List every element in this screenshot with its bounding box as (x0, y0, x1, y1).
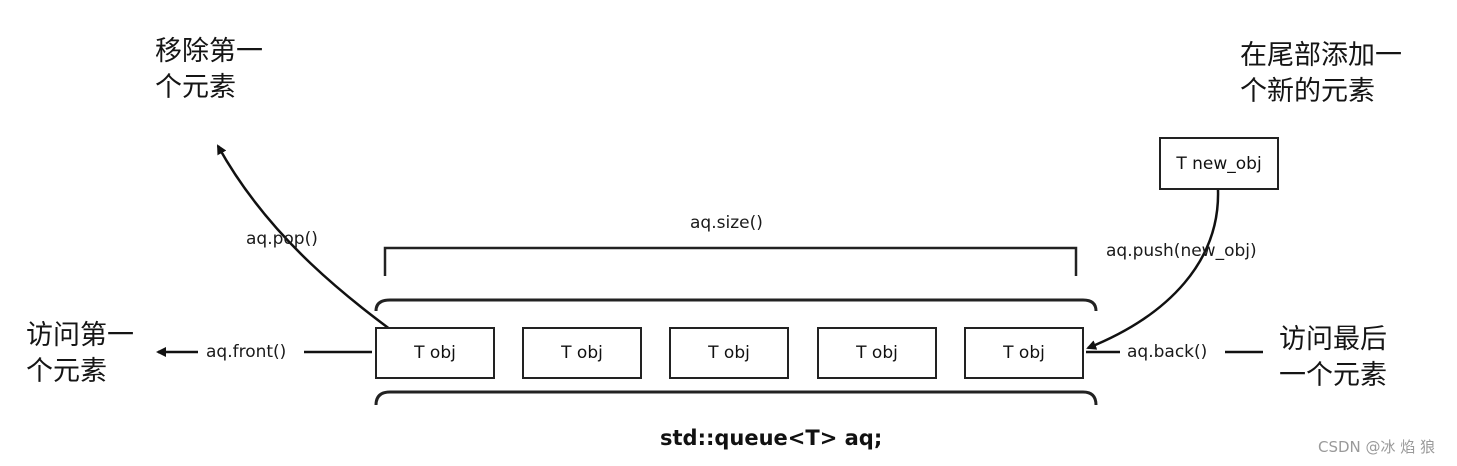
queue-element: T obj (375, 327, 495, 379)
queue-element-label: T obj (856, 343, 898, 363)
new-obj-label: T new_obj (1176, 153, 1262, 174)
fn-push: aq.push(new_obj) (1106, 241, 1257, 261)
queue-element: T obj (964, 327, 1084, 379)
queue-element: T obj (817, 327, 937, 379)
push-arrow (1086, 189, 1220, 350)
label-push: 在尾部添加一 个新的元素 (1240, 40, 1402, 107)
pop-arrow (216, 144, 411, 346)
fn-front: aq.front() (206, 342, 287, 362)
queue-element: T obj (669, 327, 789, 379)
queue-element-label: T obj (414, 343, 456, 363)
label-front: 访问第一 个元素 (26, 320, 134, 387)
fn-pop: aq.pop() (246, 229, 318, 249)
diagram-title: std::queue<T> aq; (660, 426, 883, 450)
new-obj-box: T new_obj (1159, 137, 1279, 190)
size-bracket (383, 246, 1078, 276)
fn-size: aq.size() (690, 213, 763, 233)
queue-element-label: T obj (708, 343, 750, 363)
upper-brace (374, 298, 1098, 312)
lower-brace (374, 390, 1098, 406)
label-pop: 移除第一 个元素 (155, 36, 263, 103)
fn-back: aq.back() (1127, 342, 1208, 362)
queue-element-label: T obj (1003, 343, 1045, 363)
queue-element: T obj (522, 327, 642, 379)
label-back: 访问最后 一个元素 (1279, 324, 1387, 391)
queue-element-label: T obj (561, 343, 603, 363)
watermark: CSDN @冰 焰 狼 (1318, 438, 1436, 456)
